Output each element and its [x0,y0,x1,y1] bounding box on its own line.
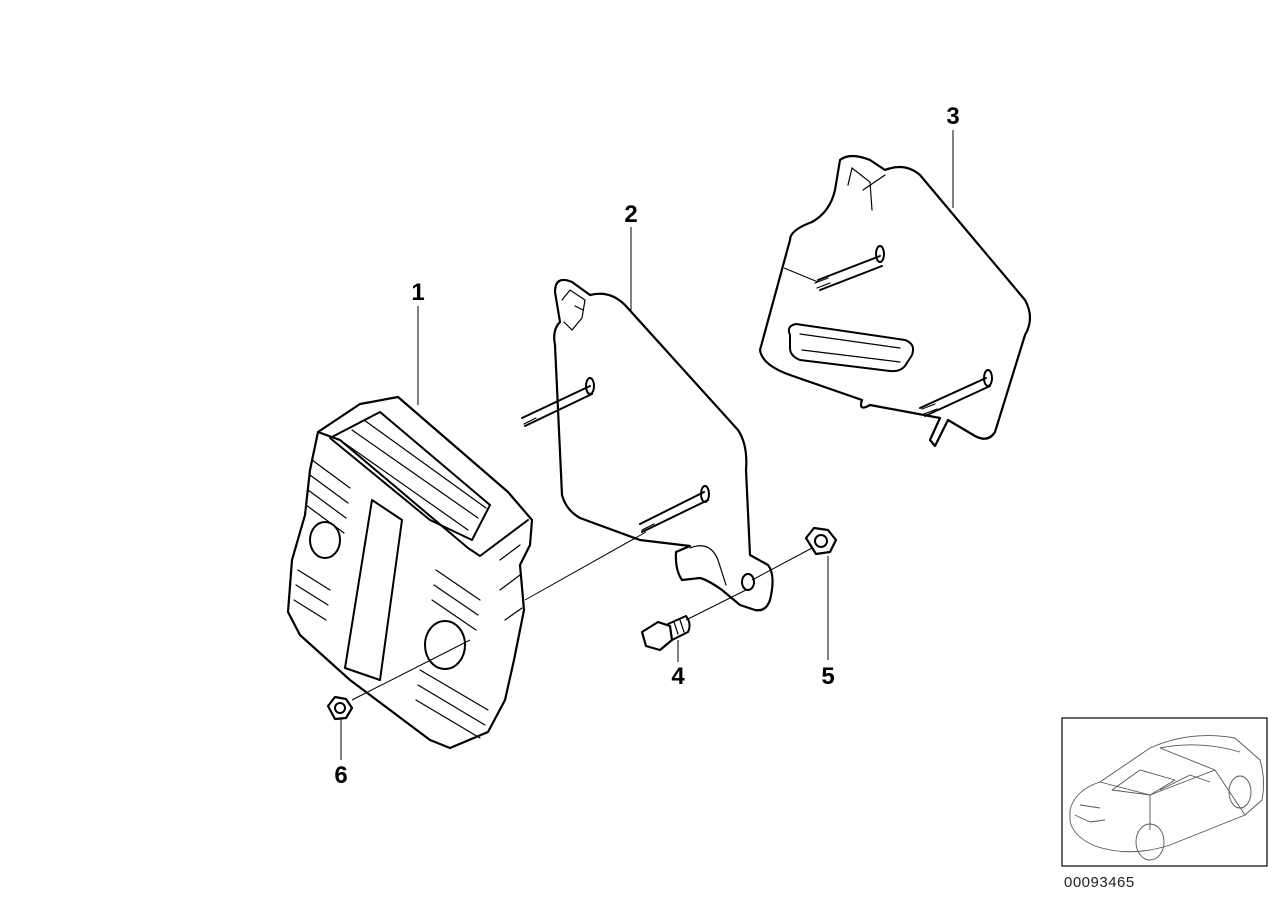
part-number-2[interactable]: 2 [624,201,637,228]
mounting-plate-2 [521,278,774,612]
bolt-4 [640,615,691,652]
part-number-3[interactable]: 3 [946,103,959,130]
vehicle-thumbnail [1061,717,1268,867]
control-unit-1 [286,395,534,750]
part-number-5[interactable]: 5 [821,663,834,690]
assembly-lines [351,267,819,701]
part-number-1[interactable]: 1 [411,279,424,306]
callout-leaders [340,130,954,760]
nut-5 [804,526,838,556]
nut-6 [326,695,354,721]
part-number-6[interactable]: 6 [334,762,347,789]
document-number: 00093465 [1064,874,1135,891]
mounting-plate-3 [758,154,1032,448]
part-number-4[interactable]: 4 [671,663,685,690]
